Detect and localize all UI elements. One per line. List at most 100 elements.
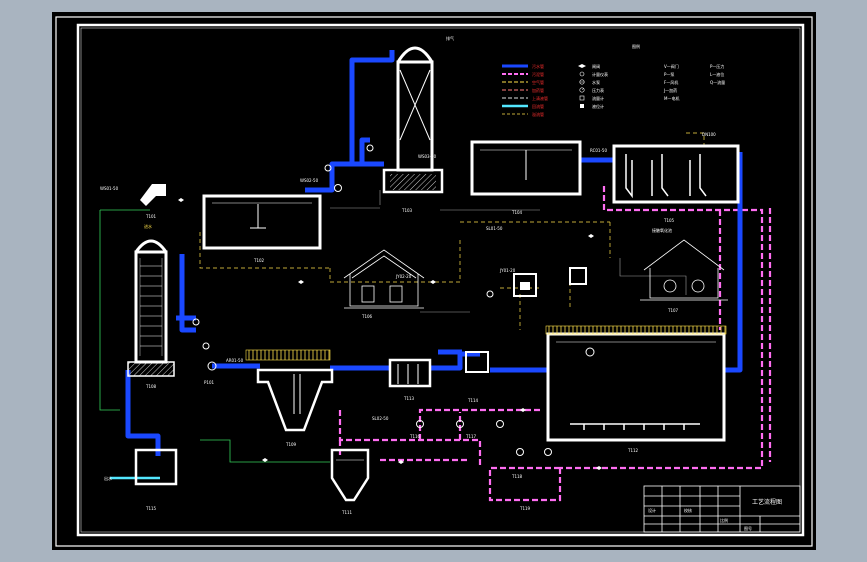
unit-tag-tank3: T105 [663,218,675,223]
inlet-grit-chamber: T101 进水 [140,184,166,229]
biofilter-unit: T113 [388,358,432,401]
tank3-name: 接触氧化池 [652,227,672,233]
legend-item-4: 加药管 [532,87,544,93]
unit-tag-filter: T113 [403,396,415,401]
gauge-icon [202,342,210,350]
sludge-pumps [192,144,552,456]
legend-abbrev-col1: V—阀门 P—泵 F—风机 J—加药 M—电机 [663,63,679,101]
sludge-thickener-funnel: T111 [330,448,370,515]
valve-icon [520,408,526,412]
legend-item-6: 回流管 [532,103,544,109]
unit-tag-bld1: T106 [361,314,373,319]
tall-column-tower: T108 [127,239,175,389]
outlet-box: T114 [465,351,489,403]
unit-tag-discharge: T115 [145,506,157,511]
top-right-tag: DN100 [702,132,716,137]
legend-symbol-1: 闸阀 [592,63,600,69]
air-pipe-network [199,132,705,330]
designer-label: 设计 [648,507,656,513]
pipe-tag: WS02-50 [300,178,319,183]
gauge-icon [324,164,332,172]
pipe-tag: WS01-50 [100,186,119,191]
legend-title: 图例 [632,43,640,49]
wastewater-pipe-network [125,50,743,456]
gauge-icon [486,290,494,298]
unit-tag-tank2: T104 [511,210,523,215]
gas-out-label: 排气 [446,35,454,41]
gauge-icon [579,87,585,93]
valve-icon [178,198,184,202]
valve-icon [430,280,436,284]
pump-icon [416,420,424,428]
dosing-box-b [569,267,587,285]
lift-pump-pit: P101 [204,361,217,385]
primary-clarifier-hopper: T109 [256,368,334,447]
abbrev-5: M—电机 [664,95,679,101]
unit-tag-bld2: T107 [667,308,679,313]
pump-icon [334,184,342,192]
sheet-label: 图号 [744,525,752,531]
legend-symbol-6: 液位计 [592,103,604,109]
blower-house-1: T106 [343,249,425,319]
pipe-tag: AR01-50 [226,358,244,363]
unit-tag-tower: T103 [401,208,413,213]
legend-symbol-4: 压力表 [592,87,604,93]
unit-tag-sludge-a: T116 [409,434,421,439]
return-line-green [99,209,330,463]
abbrev-6: P—压力 [710,63,724,69]
title-block: 工艺流程图 设计 校核 比例 图号 [643,485,801,533]
gauge-icon [192,318,200,326]
scale-label: 比例 [720,517,728,523]
pipe-tag-labels: WS01-50 WS02-50 WS03-80 SL01-50 SL02-50 … [100,148,607,421]
abbrev-3: F—风机 [664,79,678,85]
outlet-label: 出水 [104,475,112,481]
supernatant-pipe-network [330,190,687,313]
pipe-tag: RC01-50 [590,148,607,153]
pump-icon [516,448,524,456]
pump-icon [579,79,585,85]
meter-icon [579,95,585,101]
gauge-icon [366,144,374,152]
valve-icon [398,460,404,464]
pipe-tag: SL02-50 [372,416,389,421]
legend: 图例 污水管 污泥管 空气管 加药管 上清液管 回流管 溢流管 闸阀 计量仪表 … [502,43,725,117]
drawing-title: 工艺流程图 [752,498,782,506]
checker-label: 校核 [684,507,692,513]
contact-oxidation-tank: T105 接触氧化池 DN100 [612,132,740,233]
legend-symbol-list: 闸阀 计量仪表 水泵 压力表 流量计 液位计 [578,63,608,109]
aeration-tank-1: T102 [202,194,322,263]
outer-frame [55,16,813,547]
unit-tag-funnel: T111 [341,510,353,515]
unit-tag-tank1: T102 [253,258,265,263]
stripping-tower: T103 排气 [382,35,454,213]
abbrev-7: L—液位 [710,71,724,77]
pump-icon [544,448,552,456]
unit-tag-sludge-b: T117 [465,434,477,439]
legend-symbol-5: 流量计 [592,95,604,101]
pipe-tag: JY02-20 [395,274,412,279]
secondary-basin: T112 [545,325,727,453]
valve-icon [596,466,602,470]
screen-platform [245,349,331,361]
pipe-tag: SL01-50 [486,226,503,231]
legend-item-1: 污水管 [532,63,544,69]
valve-icon [262,458,268,462]
legend-item-3: 空气管 [532,79,544,85]
sludge-pipe-network [338,186,772,502]
valve-symbols [178,198,602,470]
discharge-box: T115 出水 [104,448,178,511]
legend-item-5: 上清液管 [532,95,548,101]
abbrev-4: J—加药 [663,87,677,93]
legend-pipe-list: 污水管 污泥管 空气管 加药管 上清液管 回流管 溢流管 [502,63,548,117]
unit-tag-pump: P101 [204,380,215,385]
unit-tag-pit2: T109 [285,442,297,447]
unit-tag-grit: T101 [145,214,157,219]
pump-icon [456,420,464,428]
valve-icon [298,280,304,284]
pump-icon [496,420,504,428]
flow-meter-icon [579,71,585,77]
inner-frame [76,23,805,537]
legend-item-2: 污泥管 [532,71,544,77]
valve-icon [588,234,594,238]
unit-tag-pump-b: T119 [519,506,531,511]
